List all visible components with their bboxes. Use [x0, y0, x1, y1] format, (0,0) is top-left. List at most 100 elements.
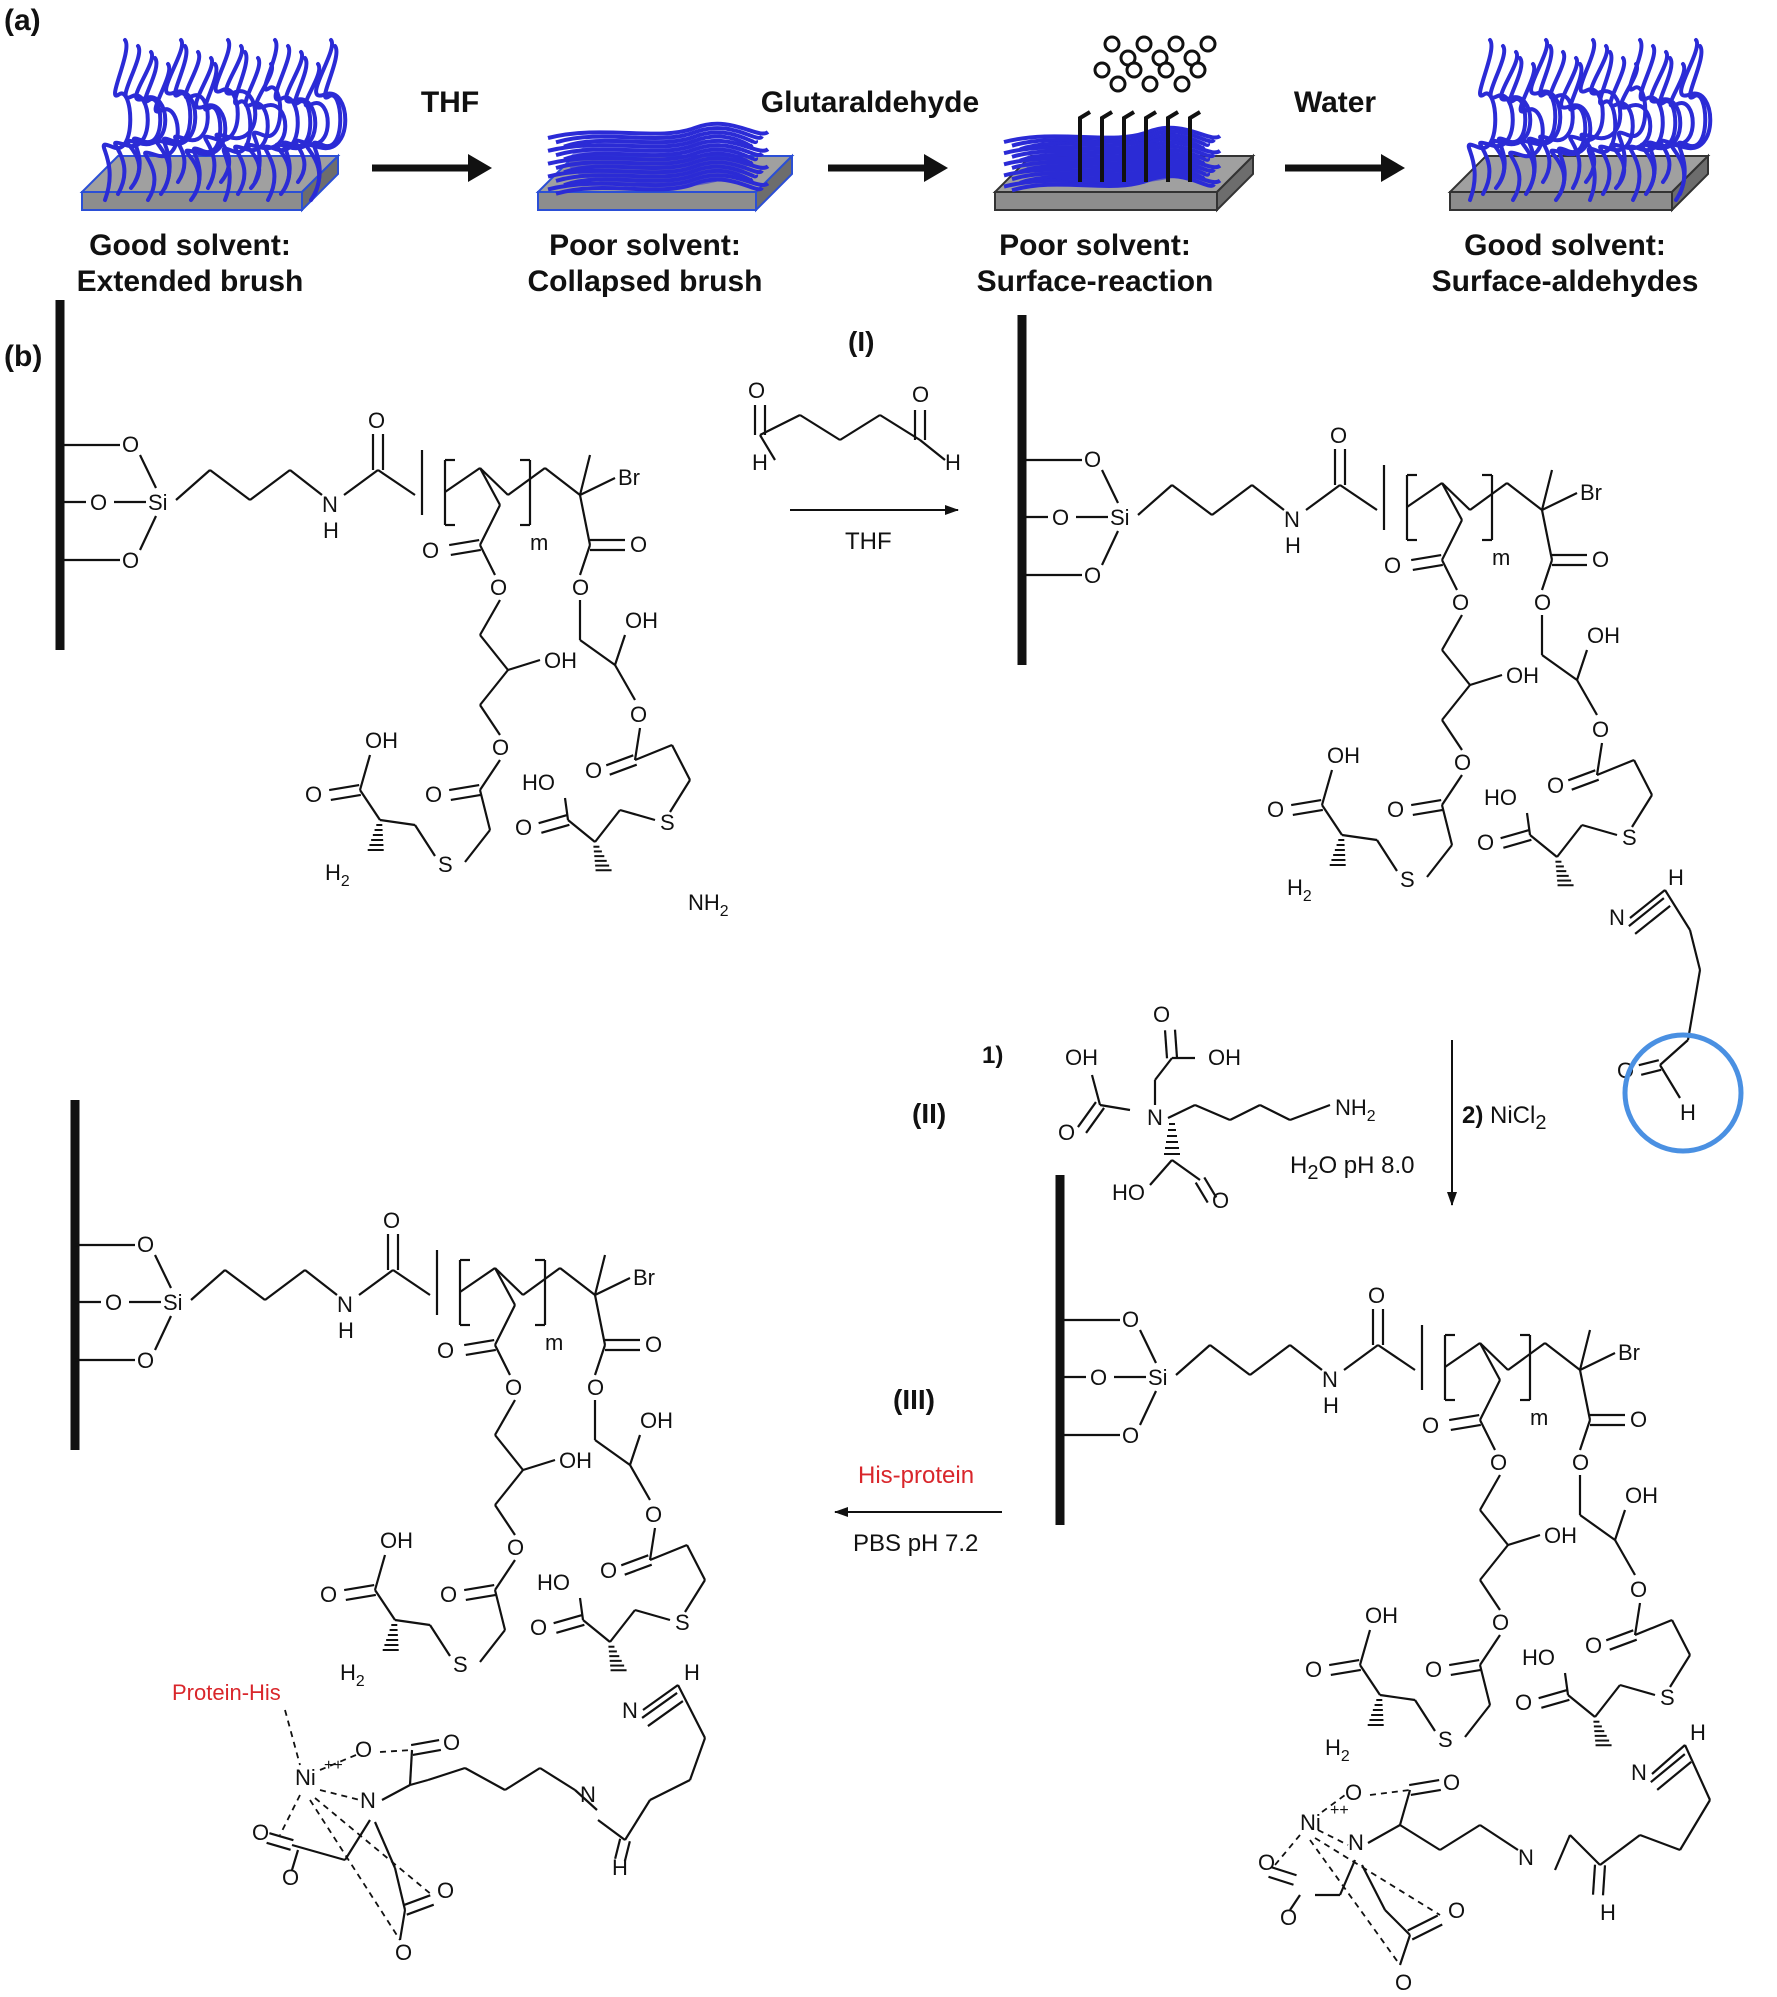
bond: [759, 434, 776, 461]
bond: [1507, 1533, 1541, 1547]
bond: [345, 1593, 377, 1602]
atom-label: O: [1084, 563, 1101, 588]
polymer-chain: [251, 38, 283, 184]
atom-label: O: [1585, 1633, 1602, 1658]
substrate-front: [537, 191, 757, 211]
atom-label: O: [1384, 553, 1401, 578]
bond: [619, 808, 656, 822]
atom-label: O: [1534, 590, 1551, 615]
aldehyde-oxygen-glyph: [1189, 61, 1207, 79]
aldehyde-oxygen-glyph: [1125, 61, 1143, 79]
atom-label: OH: [1506, 663, 1539, 688]
atom-label: O: [1452, 590, 1469, 615]
bond: [494, 1399, 516, 1436]
bond: [669, 779, 691, 813]
polymer-chain: [1598, 56, 1635, 196]
atom-label: O: [1492, 1610, 1509, 1635]
atom-label: HO: [1484, 785, 1517, 810]
atom-label: O: [1443, 1770, 1460, 1795]
atom-label: O: [1052, 505, 1069, 530]
bond: [1085, 1107, 1105, 1134]
bond: [450, 548, 482, 557]
atom-label: OH: [1208, 1045, 1241, 1070]
bond: [377, 469, 416, 496]
bond: [541, 823, 570, 834]
bond: [1441, 719, 1463, 751]
bond: [1173, 1029, 1179, 1058]
bond: [1411, 1923, 1443, 1941]
bond: [1101, 530, 1119, 566]
bond: [1398, 1934, 1412, 1966]
polymer-chain: [1496, 56, 1528, 184]
bond: [459, 1267, 496, 1293]
atom-label: OH: [1625, 1483, 1658, 1508]
bond: [429, 1624, 451, 1657]
caption-surface-reaction: Poor solvent: Surface-reaction: [945, 228, 1245, 300]
coordination-bond: [379, 1749, 413, 1753]
bond: [1579, 1352, 1616, 1371]
atom-label: O: [1592, 547, 1609, 572]
bond: [409, 1778, 429, 1787]
bond: [1669, 1654, 1691, 1688]
step-II-step1: 1): [982, 1042, 1004, 1069]
bond: [1541, 654, 1578, 681]
atom-label: S: [453, 1652, 468, 1677]
bond: [1633, 759, 1653, 796]
bond: [1376, 839, 1398, 872]
atom-label-h2n: H2: [340, 1660, 365, 1690]
atom-label: S: [1438, 1727, 1453, 1752]
bond: [343, 469, 379, 496]
atom-label: S: [660, 810, 675, 835]
bond: [799, 414, 841, 441]
bond: [1137, 484, 1173, 516]
coordination-bond: [1274, 1834, 1301, 1866]
bond: [620, 1554, 649, 1567]
atom-label: OH: [1587, 623, 1620, 648]
bond: [1575, 649, 1589, 681]
atom-label: O: [600, 1558, 617, 1583]
bond: [1613, 1509, 1627, 1541]
polymer-chain: [173, 50, 210, 184]
bond: [479, 599, 501, 636]
atom-label: O: [437, 1338, 454, 1363]
atom-label: O: [492, 735, 509, 760]
atom-label: ++: [1330, 1802, 1349, 1819]
atom-label: O: [1267, 797, 1284, 822]
bond: [408, 1749, 414, 1786]
atom-label: N: [360, 1788, 376, 1813]
bond: [1614, 1539, 1636, 1576]
bond: [1479, 1509, 1509, 1546]
solvent-rest: O pH 8.0: [1318, 1152, 1415, 1179]
bond: [539, 1767, 576, 1791]
bond: [290, 1849, 300, 1871]
bond: [507, 658, 541, 672]
atom-label: H: [945, 450, 961, 475]
bond: [1479, 1824, 1519, 1851]
atom-label: O: [1592, 717, 1609, 742]
bond: [648, 1527, 657, 1561]
caption-line: Poor solvent:: [999, 229, 1191, 262]
atom-label: m: [1530, 1405, 1548, 1430]
subscript: 2: [1307, 1161, 1319, 1184]
bond: [373, 1821, 397, 1869]
bond: [1578, 1419, 1592, 1451]
bond: [1444, 1342, 1481, 1368]
bond: [1541, 492, 1578, 511]
bond: [613, 634, 627, 666]
collapsed-brush-layer: [568, 136, 748, 188]
bond: [579, 477, 616, 496]
atom-label: S: [1400, 867, 1415, 892]
subscript: 2: [720, 903, 729, 920]
bond: [623, 1840, 631, 1862]
atom-label: Br: [633, 1265, 655, 1290]
atom-label: O: [585, 758, 602, 783]
bond: [190, 1269, 226, 1301]
step-III-label: (III): [893, 1384, 935, 1415]
bond: [593, 1294, 607, 1346]
atom-label: N: [1631, 1760, 1647, 1785]
bond: [1175, 1344, 1211, 1376]
bond: [444, 467, 481, 493]
atom-label: O: [1368, 1283, 1385, 1308]
atom-label-h2n: H2: [325, 860, 350, 890]
